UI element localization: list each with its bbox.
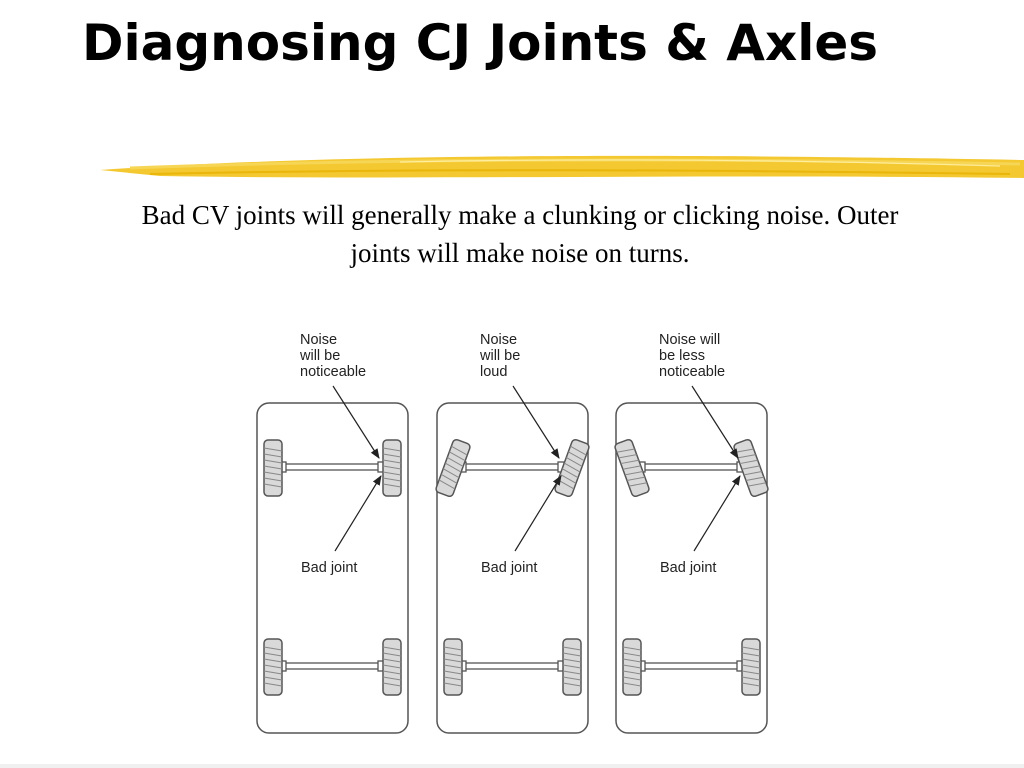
noise-label-line: will be [479,348,520,364]
front-left-tire [435,438,471,498]
bad-joint-arrow [334,475,382,552]
rear-left-tire [443,638,463,696]
noise-label-line: Noise [480,332,517,348]
front-axle [459,461,565,473]
vehicle-outline [436,402,589,734]
noise-label-line: loud [480,364,507,380]
rear-axle [638,660,744,672]
noise-label-line: Noise will [659,332,720,348]
bad-joint-arrow [514,475,562,552]
bad-joint-label: Bad joint [481,560,537,576]
front-axle [638,461,744,473]
vehicle-outline [615,402,768,734]
footer-strip [0,764,1024,768]
rear-right-tire [741,638,761,696]
front-axle [279,461,385,473]
noise-label-line: noticeable [300,364,366,380]
rear-right-tire [562,638,582,696]
yellow-highlight-stroke [100,155,1024,178]
noise-arrow [332,385,380,459]
vehicle-outline [256,402,409,734]
noise-label-line: be less [659,348,705,364]
noise-label-line: will be [299,348,340,364]
bad-joint-label: Bad joint [301,560,357,576]
rear-axle [459,660,565,672]
front-right-tire [733,438,769,498]
rear-left-tire [622,638,642,696]
front-left-tire [614,438,650,498]
front-right-tire [554,438,590,498]
bad-joint-arrow [693,475,741,552]
slide-subtitle: Bad CV joints will generally make a clun… [141,200,899,268]
noise-arrow [512,385,560,459]
noise-label-line: Noise [300,332,337,348]
front-left-tire [263,439,283,497]
front-right-tire [382,439,402,497]
bad-joint-label: Bad joint [660,560,716,576]
rear-axle [279,660,385,672]
noise-arrow [691,385,739,459]
rear-right-tire [382,638,402,696]
slide-title: Diagnosing CJ Joints & Axles [81,14,879,72]
noise-label-line: noticeable [659,364,725,380]
rear-left-tire [263,638,283,696]
